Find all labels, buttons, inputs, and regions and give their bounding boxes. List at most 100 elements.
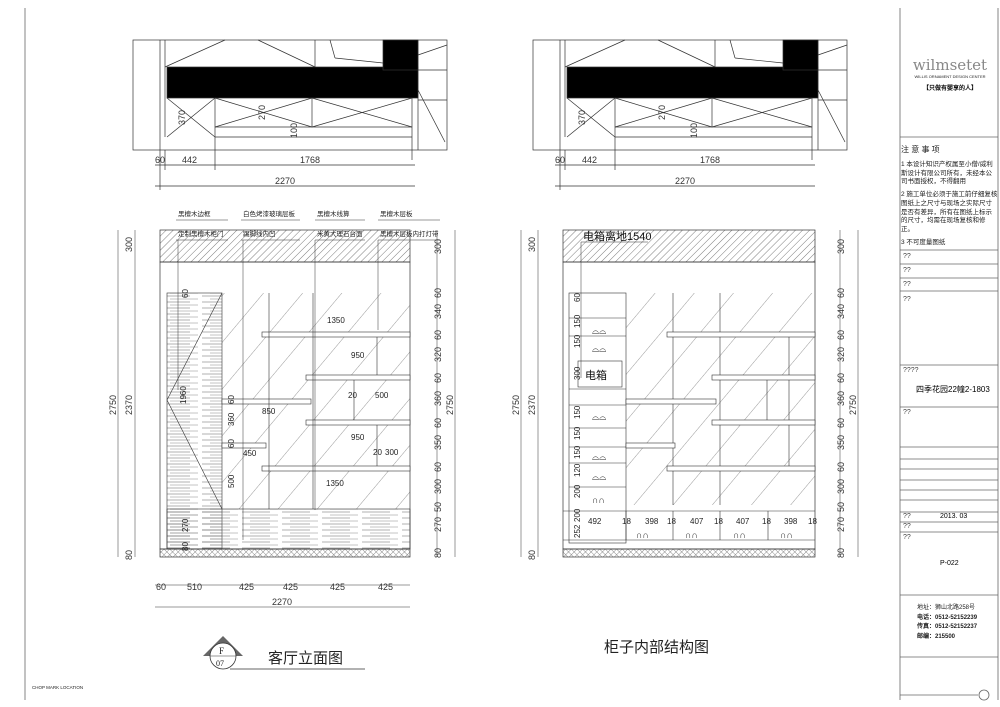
svg-text:⌓⌓: ⌓⌓: [592, 472, 606, 482]
dim-60: 60: [555, 155, 565, 165]
field-label: ??: [903, 267, 911, 274]
svg-text:∩∩: ∩∩: [636, 530, 649, 540]
compartment-dim: 120: [573, 463, 582, 477]
notes: 注 意 事 项 1 本设计知识产权属至小僧/威利斯设计有限公司所有，未经本公司书…: [901, 145, 998, 246]
bottom-dim: 18: [667, 517, 676, 526]
field-label: ??: [903, 523, 911, 530]
callout-ebony-shelf: 黑檀木层板: [380, 209, 413, 218]
field-label: ??: [903, 253, 911, 260]
dim-chain-value: 80: [836, 548, 846, 558]
dim-2270: 2270: [275, 176, 295, 186]
dim-chain-value: 60: [836, 288, 846, 298]
dim-chain-value: 60: [836, 373, 846, 383]
dim-chain-value: 60: [836, 418, 846, 428]
symbol-letter: F: [219, 646, 224, 656]
bottom-dim: 18: [622, 517, 631, 526]
bottom-dim: 407: [690, 517, 704, 526]
inner-dims: 1350 950 20 500 850 60 360 60 450 950 20…: [179, 289, 399, 551]
svg-text:∩∩: ∩∩: [592, 495, 605, 505]
dim-chain-value: 50: [836, 502, 846, 512]
cabinet-title: 柜子内部结构图: [604, 639, 709, 656]
field-label: ??: [903, 296, 911, 303]
field-label: ????: [903, 367, 919, 374]
svg-text:950: 950: [351, 433, 365, 442]
dim-442: 442: [582, 155, 597, 165]
dim-425: 425: [283, 582, 298, 592]
dim-270: 270: [257, 105, 267, 120]
field-label: ??: [903, 534, 911, 541]
electric-box-height-callout: 电箱离地1540: [583, 229, 651, 243]
living-room-title: 客厅立面图: [268, 650, 343, 667]
plan-dims-left: 60 442 1768 2270 370 270 100: [155, 105, 320, 186]
compartment-dim: 150: [573, 314, 582, 328]
svg-text:500: 500: [375, 391, 389, 400]
compartment-dim: 150: [573, 405, 582, 419]
dim-chain-value: 60: [433, 462, 443, 472]
dim-425: 425: [378, 582, 393, 592]
dim-chain-value: 350: [433, 435, 443, 450]
dim-300: 300: [527, 237, 537, 252]
dim-chain-value: 270: [836, 517, 846, 532]
dim-1768: 1768: [300, 155, 320, 165]
company-logo: wilmsetet WILLIS ORNAMENT DESIGN CENTER …: [912, 56, 988, 92]
dim-chain-value: 60: [836, 330, 846, 340]
compartment-dim: 150: [573, 426, 582, 440]
dim-1768: 1768: [700, 155, 720, 165]
dim-80: 80: [527, 550, 537, 560]
field-label: ??: [903, 409, 911, 416]
svg-text:300: 300: [385, 448, 399, 457]
plan-view-left: [132, 39, 448, 190]
dim-chain-value: 340: [836, 304, 846, 319]
compartment-dim: 252: [573, 524, 582, 538]
symbol-number: 07: [216, 659, 224, 668]
compartment-dim: 200: [573, 484, 582, 498]
dim-chain-value: 350: [836, 435, 846, 450]
dim-510: 510: [187, 582, 202, 592]
callout-led-strip: 黑檀木层板内打灯带: [380, 229, 439, 238]
project-name: 四季花园22幢2-1803: [916, 385, 990, 394]
drawing-date: 2013. 03: [940, 513, 968, 520]
svg-text:20: 20: [373, 448, 382, 457]
callout-ebony-frame: 黑檀木边框: [178, 209, 211, 218]
svg-text:60: 60: [227, 439, 236, 448]
dim-chain-value: 60: [836, 462, 846, 472]
svg-text:1350: 1350: [326, 479, 344, 488]
dim-chain-value: 320: [433, 347, 443, 362]
svg-text:60: 60: [227, 395, 236, 404]
callout-leaders: [176, 219, 440, 540]
dim-100: 100: [689, 123, 699, 138]
dim-chain-value: 320: [836, 347, 846, 362]
dim-2750: 2750: [511, 395, 521, 415]
callout-ebony-line: 黑檀木线算: [317, 209, 350, 218]
dim-2750: 2750: [108, 395, 118, 415]
callout-cabinet-door: 定制黑檀木柜门: [178, 229, 224, 238]
contact-info: 地址：狮山北路258号 电话：0512-52152239 传真：0512-521…: [917, 605, 978, 640]
dim-442: 442: [182, 155, 197, 165]
svg-text:∩∩: ∩∩: [733, 530, 746, 540]
svg-text:1350: 1350: [327, 316, 345, 325]
svg-text:∩∩: ∩∩: [685, 530, 698, 540]
dim-chain-value: 300: [433, 239, 443, 254]
dim-100: 100: [289, 123, 299, 138]
view-symbol: F 07: [203, 636, 365, 670]
dim-370: 370: [577, 110, 587, 125]
bottom-dim: 407: [736, 517, 750, 526]
dim-2750-right: 2750: [445, 395, 455, 415]
dim-425: 425: [330, 582, 345, 592]
field-label: ??: [903, 281, 911, 288]
svg-text:270: 270: [181, 518, 190, 532]
bottom-dim: 398: [645, 517, 659, 526]
dim-80: 80: [124, 550, 134, 560]
bottom-dim: 18: [762, 517, 771, 526]
callout-marble-top: 米黄大理石台面: [317, 229, 363, 238]
dim-2370: 2370: [527, 395, 537, 415]
svg-text:⌓⌓: ⌓⌓: [592, 452, 606, 462]
dim-chain-value: 360: [836, 391, 846, 406]
bottom-dim: 18: [714, 517, 723, 526]
svg-text:⌓⌓: ⌓⌓: [592, 412, 606, 422]
plan-view-right: 60 442 1768 2270 370 270 100: [532, 39, 848, 190]
drawing-number: P-022: [940, 560, 959, 567]
